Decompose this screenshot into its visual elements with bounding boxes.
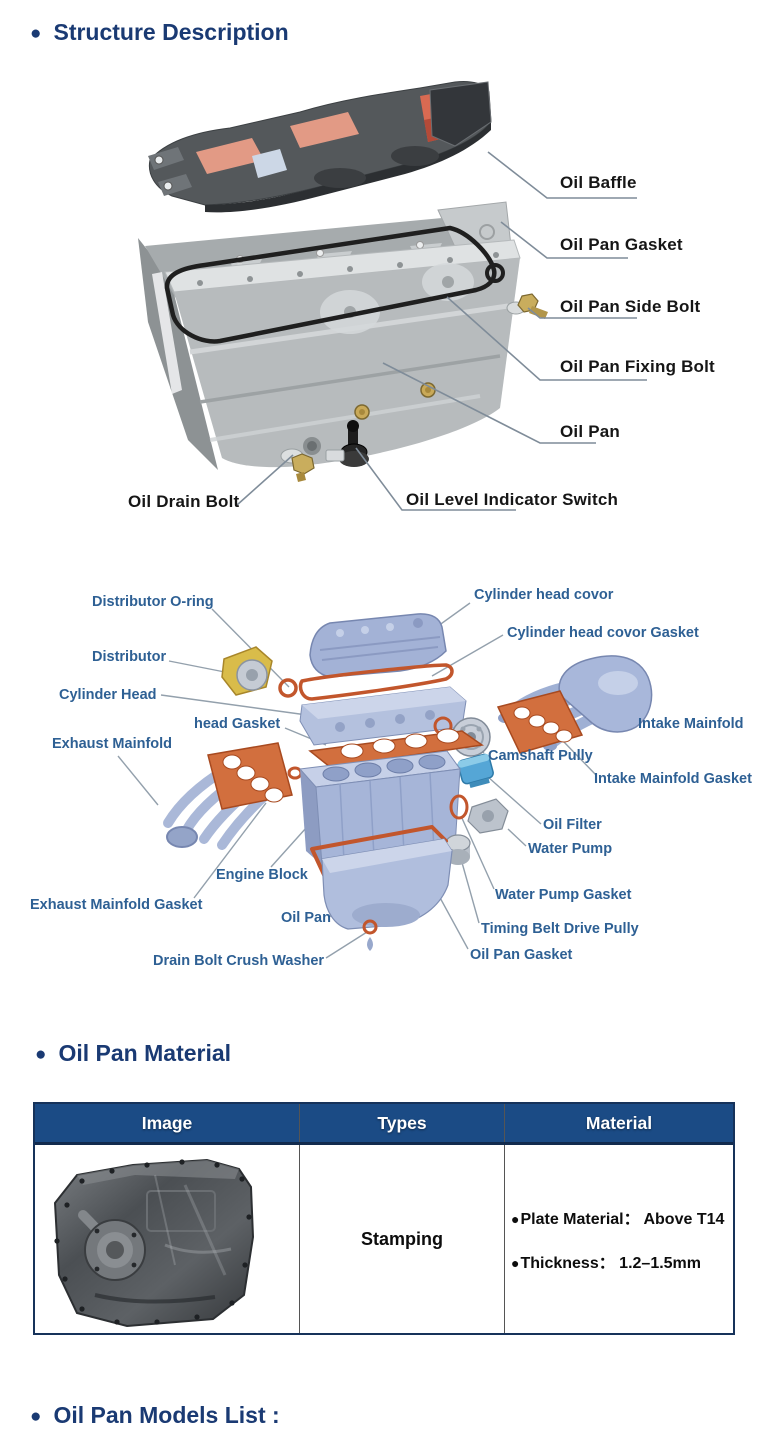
cylinder-head-part	[299, 686, 467, 746]
section-heading-structure: ● Structure Description	[30, 19, 289, 46]
oil-pan-exploded-drawing	[138, 81, 647, 511]
oil-pan-gasket-part	[164, 225, 505, 344]
drain-bolt-crush-washer-part	[362, 919, 378, 951]
oil-baffle-part	[148, 81, 492, 213]
label-oil-pan: Oil Pan	[560, 422, 620, 441]
label-exhaust-mainfold-gasket: Exhaust Mainfold Gasket	[30, 897, 203, 913]
exhaust-mainfold-gasket-part	[207, 742, 303, 810]
label-cylinder-head-covor-gasket: Cylinder head covor Gasket	[507, 625, 699, 641]
engine-exploded-drawing	[117, 602, 653, 959]
material-cell: ● Plate Material： Above T14 ● Thickness：…	[505, 1145, 733, 1333]
oil-pan-side-bolt-part	[506, 293, 548, 319]
distributor-part	[221, 646, 273, 696]
oil-pan-photo-cell	[35, 1145, 299, 1333]
leader-lines	[236, 151, 647, 511]
water-pump-part	[467, 798, 509, 834]
label-distributor: Distributor	[92, 649, 167, 665]
label-camshaft-pully: Camshaft Pully	[488, 748, 593, 764]
bullet-icon: ●	[511, 1255, 520, 1271]
label-water-pump: Water Pump	[528, 841, 613, 857]
label-oil-pan-2: Oil Pan	[281, 910, 331, 926]
section-bullet-icon: ●	[30, 23, 42, 44]
label-exhaust-mainfold: Exhaust Mainfold	[52, 736, 173, 752]
label-oil-pan-fixing-bolt: Oil Pan Fixing Bolt	[560, 357, 715, 376]
label-oil-baffle: Oil Baffle	[560, 173, 637, 192]
section-title-structure: Structure Description	[53, 19, 289, 45]
label-engine-block: Engine Block	[216, 867, 308, 883]
cylinder-head-covor-gasket-part	[298, 663, 454, 701]
label-drain-bolt-crush-washer: Drain Bolt Crush Washer	[153, 953, 325, 969]
label-oil-level-indicator-switch: Oil Level Indicator Switch	[406, 490, 619, 509]
types-cell: Stamping	[299, 1145, 505, 1333]
material-item: ● Plate Material： Above T14	[511, 1205, 729, 1229]
oil-pan-material-table: Image Types Material	[33, 1102, 735, 1335]
head-gasket-part	[308, 728, 484, 768]
cylinder-head-covor-part	[309, 613, 447, 678]
label-cylinder-head: Cylinder Head	[59, 687, 157, 703]
label-distributor-o-ring: Distributor O-ring	[92, 594, 214, 610]
bullet-icon: ●	[511, 1211, 520, 1227]
label-oil-drain-bolt: Oil Drain Bolt	[128, 492, 240, 511]
engine-exploded-diagram: Distributor O-ring Cylinder head covor C…	[0, 555, 760, 995]
label-timing-belt-drive-pully: Timing Belt Drive Pully	[481, 921, 639, 937]
label-cylinder-head-covor: Cylinder head covor	[474, 587, 614, 603]
material-item: ● Thickness： 1.2–1.5mm	[511, 1249, 729, 1273]
label-oil-pan-side-bolt: Oil Pan Side Bolt	[560, 297, 701, 316]
material-item-text: Thickness： 1.2–1.5mm	[520, 1255, 702, 1272]
label-oil-pan-gasket-2: Oil Pan Gasket	[470, 947, 573, 963]
oil-pan-exploded-diagram: Oil Baffle Oil Pan Gasket Oil Pan Side B…	[0, 60, 760, 530]
label-oil-filter: Oil Filter	[543, 817, 602, 833]
material-item-text: Plate Material： Above T14	[520, 1211, 725, 1228]
section-heading-models-list: ● Oil Pan Models List :	[30, 1402, 280, 1429]
label-water-pump-gasket: Water Pump Gasket	[495, 887, 632, 903]
section-heading-material: ● Oil Pan Material	[35, 1040, 231, 1067]
water-pump-gasket-part	[449, 794, 469, 820]
column-header-material: Material	[585, 1112, 653, 1133]
intake-mainfold-gasket-part	[496, 690, 584, 754]
column-header-image: Image	[141, 1112, 193, 1133]
label-intake-mainfold-gasket: Intake Mainfold Gasket	[594, 771, 752, 787]
oil-pan-photo	[53, 1158, 255, 1328]
section-title-models-list: Oil Pan Models List :	[53, 1402, 280, 1428]
distributor-o-ring-part	[278, 678, 298, 698]
material-table-header-row: Image Types Material	[35, 1104, 733, 1145]
label-oil-pan-gasket: Oil Pan Gasket	[560, 235, 683, 254]
label-head-gasket: head Gasket	[194, 716, 281, 732]
section-title-material: Oil Pan Material	[58, 1040, 232, 1066]
section-bullet-icon: ●	[35, 1044, 47, 1065]
material-table-body-row: Stamping ● Plate Material： Above T14 ● T…	[35, 1145, 733, 1333]
section-bullet-icon: ●	[30, 1406, 42, 1427]
oil-filter-part	[457, 753, 494, 789]
column-header-types: Types	[299, 1104, 505, 1142]
label-intake-mainfold: Intake Mainfold	[638, 716, 744, 732]
